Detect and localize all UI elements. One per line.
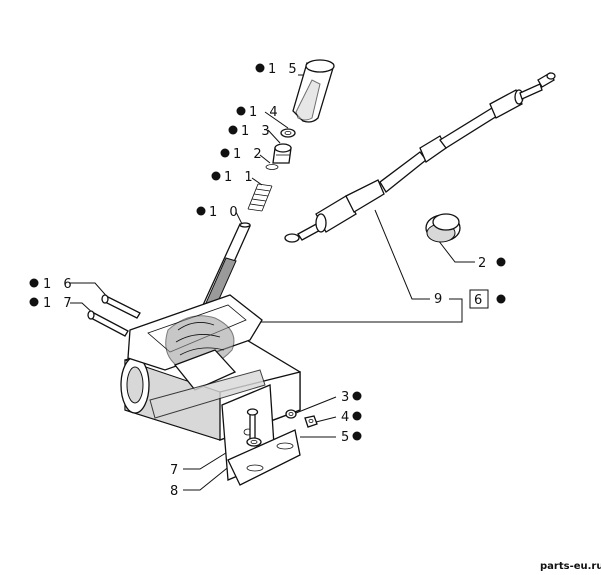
callout-6: 6 xyxy=(474,293,486,308)
bullet-11 xyxy=(211,171,221,181)
bullet-5 xyxy=(352,431,362,441)
washer-part-8 xyxy=(246,437,262,447)
watermark-text: parts-eu.ru xyxy=(540,561,601,572)
callout-12: 1 2 xyxy=(233,147,266,162)
screw-part-17 xyxy=(87,310,129,337)
grommet-part-2 xyxy=(425,213,461,243)
bullet-15 xyxy=(255,63,265,73)
callout-11: 1 1 xyxy=(224,170,257,185)
callouts: 1 5 1 4 1 3 1 2 1 1 1 0 1 6 1 7 2 9 6 3 xyxy=(29,62,506,499)
leader-4 xyxy=(315,416,337,423)
leader-13 xyxy=(267,129,281,144)
spring-part-11 xyxy=(247,183,273,212)
callout-16: 1 6 xyxy=(43,277,76,292)
gear-cable-part-9 xyxy=(284,72,556,243)
bullet-6 xyxy=(496,294,506,304)
leader-6 xyxy=(255,298,463,323)
bush-part-13 xyxy=(272,143,292,164)
bullet-16 xyxy=(29,278,39,288)
washer-part-3 xyxy=(285,409,297,419)
gear-knob-part xyxy=(292,59,335,123)
callout-9: 9 xyxy=(434,292,446,307)
bullet-4 xyxy=(352,411,362,421)
callout-8: 8 xyxy=(170,484,182,499)
callout-15: 1 5 xyxy=(268,62,301,77)
callout-13: 1 3 xyxy=(241,124,274,139)
nut-part-4 xyxy=(304,415,318,428)
bullet-14 xyxy=(236,106,246,116)
callout-17: 1 7 xyxy=(43,296,76,311)
leader-11 xyxy=(251,177,263,186)
leader-3 xyxy=(295,396,337,414)
washer-part-14 xyxy=(280,128,296,138)
gear-shift-housing xyxy=(120,294,301,441)
leader-14 xyxy=(264,111,289,129)
callout-10: 1 0 xyxy=(209,205,242,220)
leader-2 xyxy=(437,239,475,263)
clip-ring-part-12 xyxy=(265,164,279,170)
callout-3: 3 xyxy=(341,390,353,405)
screw-part-16 xyxy=(101,294,141,319)
bullet-2 xyxy=(496,257,506,267)
mounting-bracket-part-5 xyxy=(221,384,301,486)
callout-2: 2 xyxy=(478,256,490,271)
callout-14: 1 4 xyxy=(249,105,282,120)
bullet-13 xyxy=(228,125,238,135)
bullet-10 xyxy=(196,206,206,216)
callout-5: 5 xyxy=(341,430,353,445)
leader-16 xyxy=(70,282,111,301)
leader-9 xyxy=(374,209,430,300)
bullet-12 xyxy=(220,148,230,158)
bullet-3 xyxy=(352,391,362,401)
leader-12 xyxy=(259,154,271,164)
callout-4: 4 xyxy=(341,410,353,425)
bullet-17 xyxy=(29,297,39,307)
callout-6-box xyxy=(469,289,489,309)
callout-7: 7 xyxy=(170,463,182,478)
